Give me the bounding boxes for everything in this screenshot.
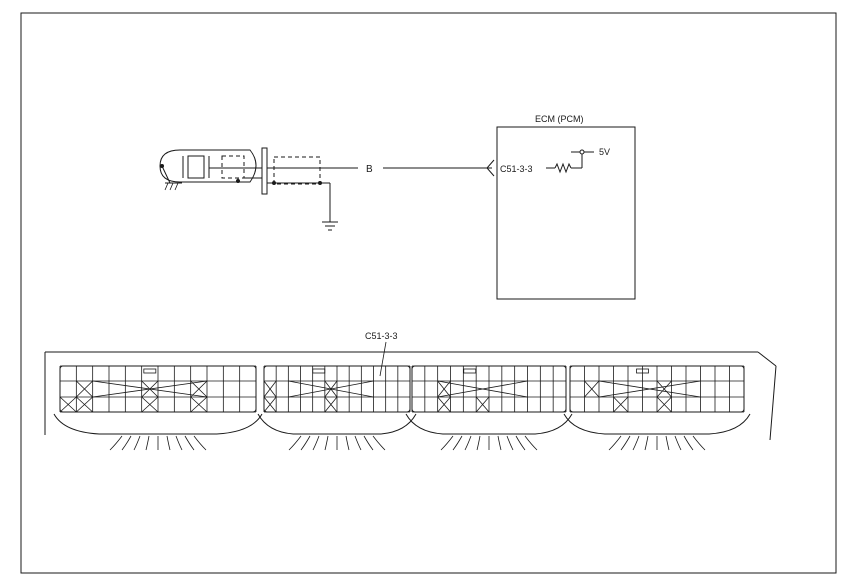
blocked-cavity bbox=[656, 396, 672, 413]
blocked-cavity bbox=[613, 396, 629, 413]
blocked-cavity bbox=[263, 380, 277, 398]
blocked-cavity bbox=[584, 380, 600, 398]
wire-color-label: B bbox=[366, 164, 373, 175]
blocked-cavity bbox=[475, 396, 490, 413]
sensor-symbol bbox=[159, 147, 338, 231]
ecm-pin-label: C51-3-3 bbox=[500, 164, 533, 174]
page-frame bbox=[20, 12, 837, 574]
blocked-cavity bbox=[76, 396, 93, 413]
blocked-cavity bbox=[656, 380, 672, 398]
blocked-cavity bbox=[437, 396, 451, 413]
blocked-cavity bbox=[437, 380, 451, 398]
connector-block bbox=[563, 365, 751, 451]
ecm-box bbox=[496, 126, 636, 300]
blocked-cavity bbox=[59, 396, 77, 413]
connector-block bbox=[257, 365, 417, 451]
callout-leader bbox=[379, 341, 387, 377]
connector-block bbox=[405, 365, 573, 451]
voltage-label: 5V bbox=[599, 147, 610, 157]
ecm-connector bbox=[44, 351, 777, 451]
blocked-cavity bbox=[190, 380, 208, 398]
connector-block bbox=[53, 365, 263, 451]
blocked-cavity bbox=[141, 396, 159, 413]
blocked-cavity bbox=[324, 396, 338, 413]
blocked-cavity bbox=[76, 380, 93, 398]
blocked-cavity bbox=[190, 396, 208, 413]
ecm-label: ECM (PCM) bbox=[535, 114, 584, 124]
blocked-cavity bbox=[263, 396, 277, 413]
connector-callout: C51-3-3 bbox=[365, 331, 398, 341]
